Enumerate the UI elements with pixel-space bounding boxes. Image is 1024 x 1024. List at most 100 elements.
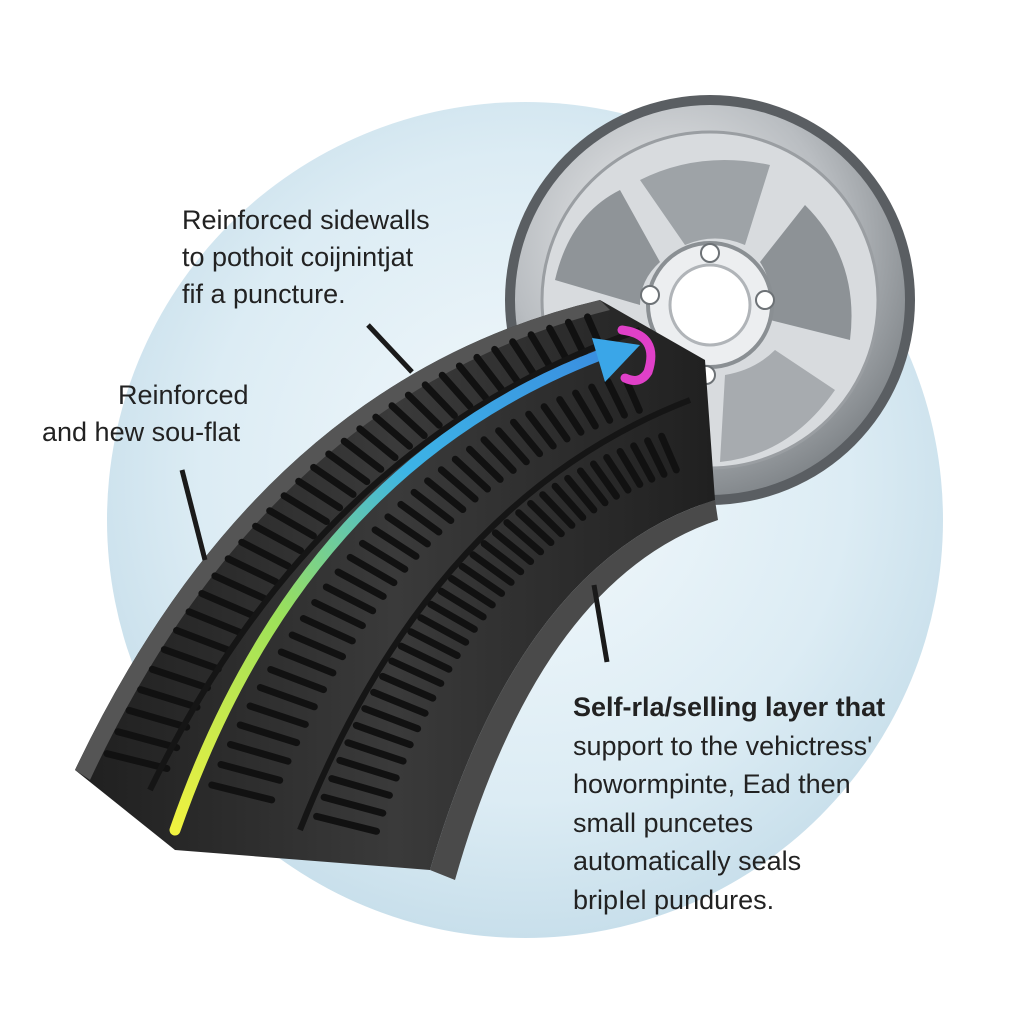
tread-groove bbox=[185, 608, 245, 637]
tread-groove bbox=[491, 345, 522, 386]
callout-self-sealing-layer: Self-rla/selling layer that support to t… bbox=[573, 688, 885, 919]
tread-groove bbox=[370, 688, 429, 717]
tread-groove bbox=[603, 454, 632, 494]
tread-groove bbox=[236, 721, 301, 747]
leader-line-top bbox=[366, 323, 414, 374]
tread-groove bbox=[417, 614, 470, 646]
tread-groove bbox=[125, 706, 191, 731]
tread-groove bbox=[313, 812, 380, 835]
tread-groove bbox=[510, 418, 544, 458]
tread-groove bbox=[371, 526, 420, 560]
tread-groove bbox=[320, 793, 387, 817]
callout-line: bripIel pundures. bbox=[573, 884, 775, 915]
tread-groove bbox=[616, 448, 644, 488]
callout-line: howormpinte, Ead then bbox=[573, 769, 851, 799]
tread-groove bbox=[252, 522, 305, 555]
tread-groove bbox=[546, 324, 572, 365]
callout-line: support to the vehictress' bbox=[573, 730, 873, 761]
callout-line: automatically seals bbox=[573, 846, 802, 876]
tread-groove bbox=[311, 599, 366, 630]
tread-groove bbox=[208, 781, 276, 804]
callout-line: and hew sou-flat bbox=[42, 417, 241, 447]
tread-groove bbox=[630, 442, 656, 483]
tread-groove bbox=[590, 460, 620, 500]
tread-groove bbox=[256, 684, 318, 711]
tread-groove bbox=[325, 450, 371, 486]
tread-groove bbox=[588, 383, 614, 424]
tread-groove bbox=[469, 551, 515, 586]
tread-groove bbox=[397, 500, 443, 536]
tread-groove bbox=[407, 628, 461, 659]
tread-groove bbox=[539, 491, 576, 529]
tread-groove bbox=[455, 362, 489, 401]
tread-grooves bbox=[103, 313, 680, 835]
tread-groove bbox=[137, 686, 201, 711]
tread-groove bbox=[540, 403, 571, 443]
tread-groove bbox=[525, 410, 557, 450]
tread-groove bbox=[427, 600, 478, 633]
tread-groove bbox=[473, 353, 505, 393]
tread-groove bbox=[447, 575, 496, 609]
tread-groove bbox=[658, 432, 680, 474]
tread-groove bbox=[295, 477, 344, 512]
callout-line: small puncetes bbox=[573, 807, 754, 838]
tread-groove bbox=[328, 775, 393, 799]
tread-groove bbox=[299, 615, 356, 645]
tread-groove bbox=[352, 721, 414, 749]
tread-groove bbox=[495, 427, 530, 466]
tread-groove bbox=[160, 646, 222, 673]
tread-groove bbox=[224, 555, 280, 586]
tread-groove bbox=[114, 728, 181, 752]
tread-groove bbox=[604, 378, 628, 419]
tread-groove bbox=[322, 583, 377, 615]
tread-groove bbox=[397, 642, 453, 673]
callout-line: Reinforced sidewalls bbox=[182, 205, 430, 235]
tread-groove bbox=[491, 529, 535, 565]
tread-groove bbox=[480, 540, 525, 576]
tread-groove bbox=[480, 436, 517, 474]
leader-line-bottom bbox=[591, 584, 610, 663]
tread-groove bbox=[340, 437, 385, 473]
callout-line: to pothoit coijnintjat bbox=[182, 242, 414, 272]
tread-groove bbox=[451, 455, 491, 493]
tread-groove bbox=[384, 513, 431, 548]
tread-groove bbox=[437, 587, 487, 621]
tread-groove bbox=[288, 631, 346, 661]
tread-groove bbox=[379, 672, 437, 702]
tread-groove bbox=[310, 463, 357, 498]
tread-groove bbox=[466, 445, 504, 483]
tread-groove bbox=[410, 488, 455, 524]
tread-groove bbox=[556, 396, 585, 436]
tread-groove bbox=[346, 553, 398, 587]
tread-groove bbox=[336, 756, 400, 782]
tread-groove bbox=[404, 391, 443, 429]
tread-groove bbox=[372, 413, 413, 450]
tread-groove bbox=[334, 568, 387, 600]
tread-groove bbox=[577, 467, 609, 507]
leader-line-middle bbox=[179, 469, 208, 561]
tread-groove bbox=[211, 572, 268, 602]
tread-groove bbox=[388, 402, 428, 439]
tread-groove bbox=[344, 739, 407, 765]
callout-line: Self-rla/selling layer that bbox=[573, 692, 886, 722]
tread-groove bbox=[103, 750, 171, 772]
tread-groove bbox=[437, 466, 479, 503]
tire-tread-icon bbox=[75, 300, 718, 880]
tread-groove bbox=[388, 657, 445, 687]
tread-groove bbox=[509, 338, 538, 378]
tread-groove bbox=[148, 665, 211, 692]
tread-groove bbox=[438, 371, 474, 410]
tread-groove bbox=[515, 509, 555, 546]
tread-groove bbox=[267, 666, 327, 694]
tread-groove bbox=[551, 482, 587, 521]
tread-groove bbox=[173, 626, 233, 654]
tread-groove bbox=[503, 519, 545, 556]
tread-groove bbox=[644, 437, 668, 478]
tread-groove bbox=[277, 648, 337, 677]
callout-reinforced-sidewalls: Reinforced sidewalls to pothoit coijnint… bbox=[182, 202, 430, 313]
callout-reinforced: Reinforced and hew sou-flat bbox=[42, 377, 249, 451]
tread-groove bbox=[227, 741, 292, 765]
tread-groove bbox=[572, 389, 599, 430]
